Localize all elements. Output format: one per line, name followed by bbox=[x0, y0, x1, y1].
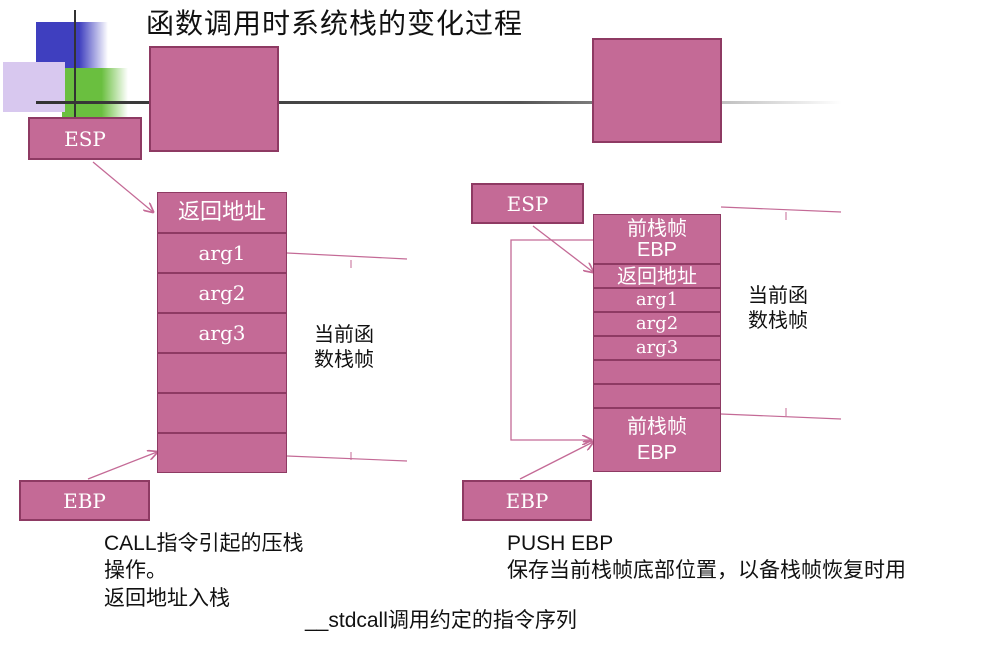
right-frame-label-line2: 数栈帧 bbox=[748, 308, 808, 332]
left-ebp-box: EBP bbox=[19, 480, 150, 521]
right-stack-cell-2: arg2 bbox=[593, 312, 721, 336]
right-caption-line2: 保存当前栈帧底部位置，以备栈帧恢复时用 bbox=[507, 559, 906, 583]
right-frame-top-line bbox=[720, 206, 842, 213]
right-stack-cell-0: 返回地址 bbox=[593, 264, 721, 288]
right-stack-top-cell: 前栈帧 EBP bbox=[593, 214, 721, 264]
left-frame-label: 当前函 数栈帧 bbox=[314, 322, 374, 372]
deco-horizontal-line bbox=[36, 101, 842, 104]
right-ebp-box: EBP bbox=[462, 480, 592, 521]
right-stack-cell-4 bbox=[593, 360, 721, 384]
right-bottom-cell-line1: 前栈帧 bbox=[627, 414, 687, 438]
left-caption: CALL指令引起的压栈 操作。 返回地址入栈 bbox=[104, 530, 304, 612]
right-bottom-cell-line2: EBP bbox=[636, 442, 678, 464]
right-frame-label: 当前函 数栈帧 bbox=[748, 283, 808, 333]
left-stack-cell-1: arg1 bbox=[157, 233, 287, 273]
right-top-cell-line1: 前栈帧 bbox=[627, 216, 687, 240]
right-frame-label-line1: 当前函 bbox=[748, 283, 808, 307]
deco-green-square bbox=[62, 68, 128, 118]
left-stack-cell-4 bbox=[157, 353, 287, 393]
right-loop-path bbox=[510, 239, 593, 440]
right-frame-bottom-line bbox=[720, 413, 842, 420]
left-esp-arrow bbox=[92, 161, 153, 212]
right-caption-line1: PUSH EBP bbox=[507, 532, 614, 555]
right-caption: PUSH EBP 保存当前栈帧底部位置，以备栈帧恢复时用 bbox=[507, 530, 906, 585]
left-stack-cell-3: arg3 bbox=[157, 313, 287, 353]
left-caption-line1: CALL指令引起的压栈 bbox=[104, 532, 304, 555]
right-esp-box: ESP bbox=[471, 183, 584, 224]
left-frame-label-line1: 当前函 bbox=[314, 322, 374, 346]
left-stack-cell-2: arg2 bbox=[157, 273, 287, 313]
right-stack-cell-5 bbox=[593, 384, 721, 408]
left-frame-label-line2: 数栈帧 bbox=[314, 347, 374, 371]
deco-vertical-line bbox=[74, 10, 76, 118]
right-stack-cell-1: arg1 bbox=[593, 288, 721, 312]
left-stack-cell-5 bbox=[157, 393, 287, 433]
left-stack-cell-6 bbox=[157, 433, 287, 473]
page-title: 函数调用时系统栈的变化过程 bbox=[146, 7, 524, 40]
deco-top-box-right bbox=[592, 38, 722, 143]
right-esp-arrow bbox=[532, 225, 593, 272]
right-ebp-arrow bbox=[519, 442, 593, 480]
left-esp-box: ESP bbox=[28, 117, 142, 160]
right-top-cell-line2: EBP bbox=[636, 239, 678, 261]
left-ebp-arrow bbox=[87, 452, 157, 480]
left-caption-line2: 操作。 bbox=[104, 559, 167, 583]
left-frame-top-line bbox=[286, 252, 408, 260]
deco-top-box-left bbox=[149, 46, 279, 152]
left-caption-line3: 返回地址入栈 bbox=[104, 586, 230, 610]
left-stack-cell-0: 返回地址 bbox=[157, 192, 287, 233]
right-stack-cell-3: arg3 bbox=[593, 336, 721, 360]
left-frame-bottom-line bbox=[286, 455, 408, 462]
right-stack-bottom-cell: 前栈帧 EBP bbox=[593, 408, 721, 472]
footer-caption: __stdcall调用约定的指令序列 bbox=[305, 609, 577, 632]
